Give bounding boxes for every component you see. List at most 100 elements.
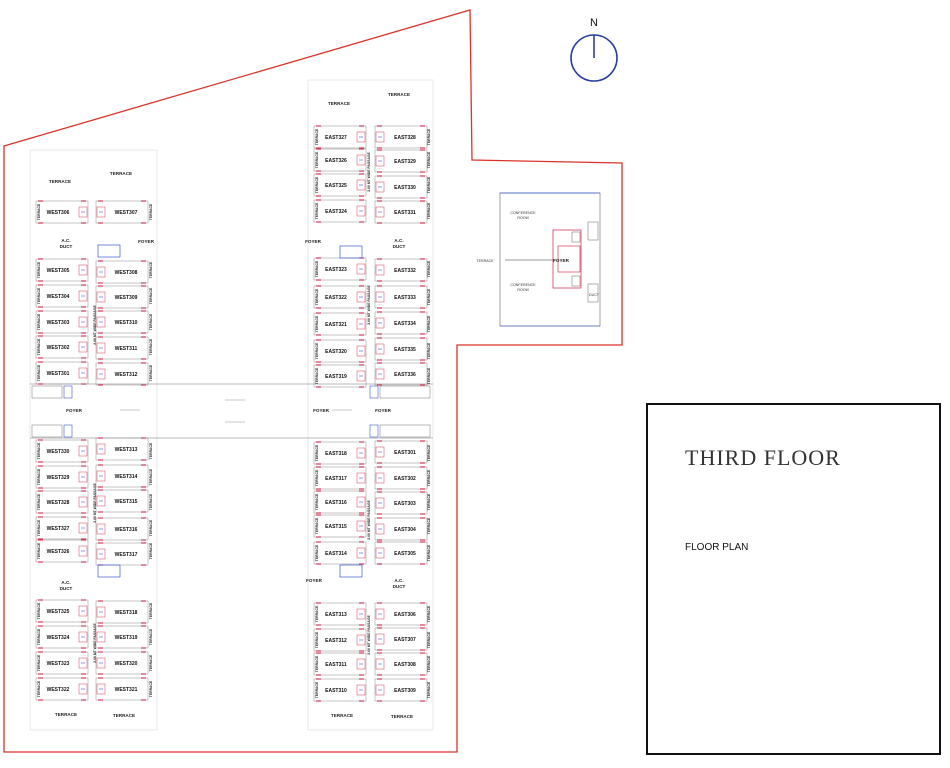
unit-west-upper-left-3-label: WEST303: [47, 320, 70, 326]
unit-east-lower-right-4-label: EAST305: [394, 551, 416, 557]
east-side-terrace-l-13: TERRACE: [315, 544, 319, 561]
unit-west-lower-left-6: WEST324: [35, 625, 89, 649]
west-wing: WEST306WEST305WEST304WEST303WEST302WEST3…: [35, 200, 153, 701]
unit-west-upper-right-0: WEST307: [95, 200, 149, 224]
unit-east-upper-left-8-label: EAST319: [325, 374, 347, 380]
east-foyer-label-corridor-left: FOYER: [313, 408, 330, 413]
east-side-terrace-l-10: TERRACE: [315, 469, 319, 486]
unit-west-upper-right-5: WEST312: [95, 362, 149, 386]
east-passage-lower-2: 2.00 MT WIDE PASSAGE: [367, 615, 371, 655]
unit-east-upper-left-1: EAST326: [313, 148, 367, 172]
west-ac-duct-upper-1: A.C.: [61, 238, 70, 243]
unit-east-lower-right-8-label: EAST309: [394, 688, 416, 694]
unit-east-upper-right-4: EAST332: [374, 258, 428, 282]
east-side-terrace-r-1: TERRACE: [427, 151, 431, 168]
west-side-terrace-r-3: TERRACE: [149, 313, 153, 330]
unit-east-lower-right-3: EAST304: [374, 517, 428, 541]
east-side-terrace-r-13: TERRACE: [427, 544, 431, 561]
floor-plan-subtitle: FLOOR PLAN: [685, 542, 749, 553]
unit-west-upper-right-4: WEST311: [95, 336, 149, 360]
unit-west-lower-right-4: WEST317: [95, 542, 149, 566]
unit-east-lower-left-6-label: EAST312: [325, 638, 347, 644]
west-side-terrace-l-10: TERRACE: [37, 542, 41, 559]
east-side-terrace-r-9: TERRACE: [427, 444, 431, 461]
west-side-terrace-l-8: TERRACE: [37, 493, 41, 510]
unit-east-lower-right-2: EAST303: [374, 491, 428, 515]
west-side-terrace-r-5: TERRACE: [149, 364, 153, 381]
east-lift-core-1: [339, 564, 363, 578]
annex-bottom-room-1: CONFERENCE: [510, 283, 536, 287]
east-side-terrace-l-3: TERRACE: [315, 202, 319, 219]
west-side-terrace-r-4: TERRACE: [149, 338, 153, 355]
unit-east-upper-left-2-label: EAST325: [325, 183, 347, 189]
east-side-terrace-r-5: TERRACE: [427, 288, 431, 305]
unit-east-upper-right-7-label: EAST335: [394, 347, 416, 353]
unit-west-lower-right-8: WEST321: [95, 677, 149, 701]
east-side-terrace-r-0: TERRACE: [427, 128, 431, 145]
unit-west-lower-right-3: WEST316: [95, 517, 149, 541]
unit-west-upper-left-4: WEST302: [35, 335, 89, 359]
unit-west-lower-left-7-label: WEST323: [47, 661, 70, 667]
unit-west-lower-left-1-label: WEST329: [47, 475, 70, 481]
unit-east-lower-left-6: EAST312: [313, 628, 367, 652]
unit-east-lower-left-7: EAST311: [313, 652, 367, 676]
west-ac-duct-upper-2: DUCT: [60, 244, 73, 249]
unit-east-upper-right-5: EAST333: [374, 285, 428, 309]
east-foyer-upper: FOYER: [305, 239, 322, 244]
east-side-terrace-r-3: TERRACE: [427, 202, 431, 219]
west-terrace-bottom-left: TERRACE: [55, 712, 77, 717]
unit-west-lower-right-0-label: WEST313: [115, 447, 138, 453]
unit-west-upper-right-2-label: WEST309: [115, 295, 138, 301]
unit-east-lower-right-1-label: EAST302: [394, 476, 416, 482]
east-side-terrace-l-8: TERRACE: [315, 367, 319, 384]
west-side-terrace-r-6: TERRACE: [149, 442, 153, 459]
unit-west-lower-right-1-label: WEST314: [115, 474, 138, 480]
east-side-terrace-l-1: TERRACE: [315, 151, 319, 168]
east-ac-duct-upper-2: DUCT: [393, 244, 406, 249]
unit-west-lower-right-7-label: WEST320: [115, 661, 138, 667]
unit-east-lower-left-2-label: EAST316: [325, 500, 347, 506]
unit-east-lower-left-5: EAST313: [313, 602, 367, 626]
unit-east-upper-right-7: EAST335: [374, 337, 428, 361]
unit-east-upper-left-2: EAST325: [313, 173, 367, 197]
unit-west-lower-left-4: WEST326: [35, 539, 89, 563]
east-side-terrace-l-0: TERRACE: [315, 128, 319, 145]
west-terrace-top-left: TERRACE: [49, 179, 71, 184]
unit-west-lower-left-8: WEST322: [35, 677, 89, 701]
east-side-terrace-r-10: TERRACE: [427, 469, 431, 486]
unit-east-upper-right-8: EAST336: [374, 362, 428, 386]
west-side-terrace-r-1: TERRACE: [149, 261, 153, 278]
unit-east-upper-right-4-label: EAST332: [394, 268, 416, 274]
unit-west-lower-right-1: WEST314: [95, 464, 149, 488]
west-foyer-upper: FOYER: [138, 239, 155, 244]
unit-west-lower-right-6: WEST319: [95, 625, 149, 649]
unit-east-upper-left-0: EAST327: [313, 125, 367, 149]
west-passage-bottom: 2.00 MT WIDE PASSAGE: [93, 623, 97, 663]
west-side-terrace-l-4: TERRACE: [37, 338, 41, 355]
unit-east-upper-left-6-label: EAST321: [325, 322, 347, 328]
unit-west-upper-left-1-label: WEST305: [47, 268, 70, 274]
unit-east-lower-left-0: EAST318: [313, 441, 367, 465]
unit-west-upper-right-0-label: WEST307: [115, 210, 138, 216]
east-side-terrace-r-14: TERRACE: [427, 605, 431, 622]
east-side-terrace-r-4: TERRACE: [427, 260, 431, 277]
west-side-terrace-r-14: TERRACE: [149, 680, 153, 697]
east-ac-duct-lower-1: A.C.: [394, 578, 403, 583]
west-side-terrace-r-13: TERRACE: [149, 654, 153, 671]
unit-east-upper-left-5: EAST322: [313, 285, 367, 309]
east-side-terrace-l-5: TERRACE: [315, 288, 319, 305]
east-side-terrace-r-12: TERRACE: [427, 517, 431, 534]
unit-west-lower-left-0-label: WEST330: [47, 449, 70, 455]
west-terrace-bottom-right: TERRACE: [113, 713, 135, 718]
annex-foyer-label: FOYER: [553, 258, 570, 263]
unit-west-lower-left-4-label: WEST326: [47, 549, 70, 555]
unit-west-upper-left-5-label: WEST301: [47, 371, 70, 377]
unit-west-upper-right-1-label: WEST308: [115, 270, 138, 276]
unit-west-upper-right-2: WEST309: [95, 285, 149, 309]
north-compass: N: [565, 15, 625, 85]
title-block: THIRD FLOOR FLOOR PLAN: [646, 403, 941, 755]
east-side-terrace-r-6: TERRACE: [427, 315, 431, 332]
east-side-terrace-l-16: TERRACE: [315, 655, 319, 672]
unit-east-upper-right-2-label: EAST330: [394, 185, 416, 191]
annex-bottom-room-2: ROOM: [517, 288, 528, 292]
